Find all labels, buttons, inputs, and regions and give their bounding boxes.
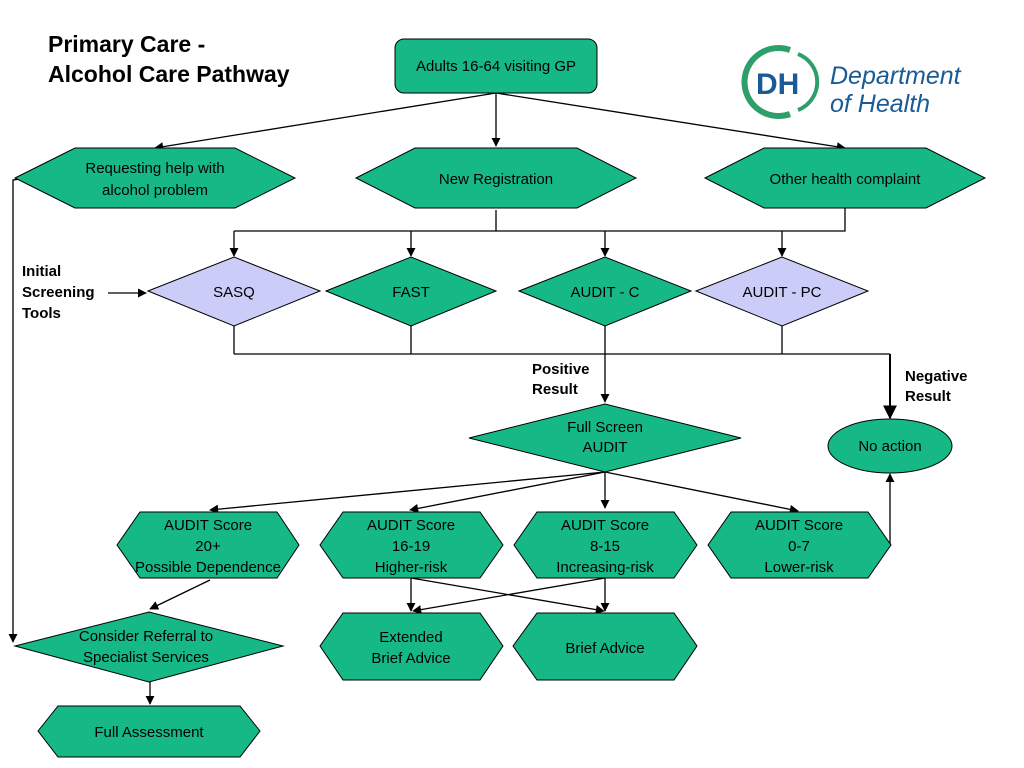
node-score-0-line-3: Lower-risk: [764, 559, 834, 576]
node-score-8-line-2: 8-15: [590, 538, 620, 555]
node-extended-shape: [319, 612, 504, 681]
node-other-complaint-shape: [703, 147, 987, 209]
edge-other-complaint-bar: [234, 208, 846, 232]
node-score-16-line-3: Higher-risk: [375, 559, 448, 576]
node-adults-shape: [394, 38, 598, 94]
positive-result-line-1: Positive: [532, 361, 590, 378]
node-sasq-shape: [146, 256, 322, 327]
positive-result-line-2: Result: [532, 381, 578, 398]
node-referral-line-2: Specialist Services: [83, 649, 209, 666]
node-requesting-line-2: alcohol problem: [102, 182, 208, 199]
node-score-16-line-1: AUDIT Score: [367, 517, 455, 534]
node-full-screen-shape: [468, 403, 742, 473]
node-audit-pc-shape: [694, 256, 870, 327]
node-no-action-label: No action: [858, 438, 921, 455]
logo-mark: DH: [756, 68, 799, 101]
node-audit-c-label: AUDIT - C: [571, 284, 640, 301]
title-line-1: Primary Care -: [48, 31, 205, 57]
nodes: Adults 16-64 visiting GP Requesting help…: [13, 38, 987, 758]
node-full-screen-line-2: AUDIT: [583, 439, 628, 456]
node-score-0-line-2: 0-7: [788, 538, 810, 555]
node-score-20-line-2: 20+: [195, 538, 221, 555]
node-full-assessment-shape: [37, 705, 261, 758]
node-score-16-shape: [319, 511, 504, 579]
node-new-registration-shape: [354, 147, 638, 209]
node-brief-shape: [512, 612, 698, 681]
negative-result-line-2: Result: [905, 388, 951, 405]
node-score-20-shape: [116, 511, 300, 579]
node-requesting-shape: [13, 147, 297, 209]
logo-ring-right: [797, 52, 820, 112]
negative-result-line-1: Negative: [905, 368, 968, 385]
initial-screening-line-1: Initial: [22, 263, 61, 280]
edge-full-screen-score-20: [209, 471, 606, 514]
node-fast-label: FAST: [392, 284, 430, 301]
node-score-0-shape: [707, 511, 892, 579]
logo-line-1: Department: [830, 62, 962, 90]
node-score-8-shape: [513, 511, 698, 579]
edge-score-20-referral: [149, 579, 211, 610]
node-referral-line-1: Consider Referral to: [79, 628, 213, 645]
connectors: [8, 92, 897, 705]
initial-screening-line-3: Tools: [22, 305, 61, 322]
node-adults-label: Adults 16-64 visiting GP: [416, 58, 576, 75]
node-requesting-line-1: Requesting help with: [85, 160, 224, 177]
node-sasq-label: SASQ: [213, 284, 255, 301]
node-score-8-line-1: AUDIT Score: [561, 517, 649, 534]
node-score-20-line-3: Possible Dependence: [135, 559, 281, 576]
node-score-8-line-3: Increasing-risk: [556, 559, 654, 576]
initial-screening-line-2: Screening: [22, 284, 95, 301]
node-brief-label: Brief Advice: [565, 640, 644, 657]
edge-requesting-referral: [8, 177, 29, 643]
node-referral-shape: [13, 611, 285, 683]
edge-adults-requesting: [154, 92, 497, 152]
dh-logo: DH Department of Health: [741, 45, 962, 119]
node-fast-shape: [324, 256, 498, 327]
node-extended-line-1: Extended: [379, 629, 442, 646]
title-line-2: Alcohol Care Pathway: [48, 61, 290, 87]
node-audit-c-shape: [517, 256, 693, 327]
logo-line-2: of Health: [830, 90, 930, 118]
edge-full-screen-score-16: [409, 471, 606, 513]
edge-full-screen-score-0: [604, 471, 799, 514]
logo-ring-left: [741, 45, 792, 119]
edge-score-8-extended: [412, 577, 606, 615]
node-new-registration-label: New Registration: [439, 171, 553, 188]
node-score-16-line-2: 16-19: [392, 538, 430, 555]
edge-adults-other-complaint: [495, 92, 846, 152]
node-score-0-line-1: AUDIT Score: [755, 517, 843, 534]
node-no-action-shape: [827, 418, 953, 474]
node-score-20-line-1: AUDIT Score: [164, 517, 252, 534]
node-audit-pc-label: AUDIT - PC: [743, 284, 822, 301]
node-other-complaint-label: Other health complaint: [770, 171, 922, 188]
node-full-screen-line-1: Full Screen: [567, 419, 643, 436]
node-full-assessment-label: Full Assessment: [94, 724, 204, 741]
node-extended-line-2: Brief Advice: [371, 650, 450, 667]
